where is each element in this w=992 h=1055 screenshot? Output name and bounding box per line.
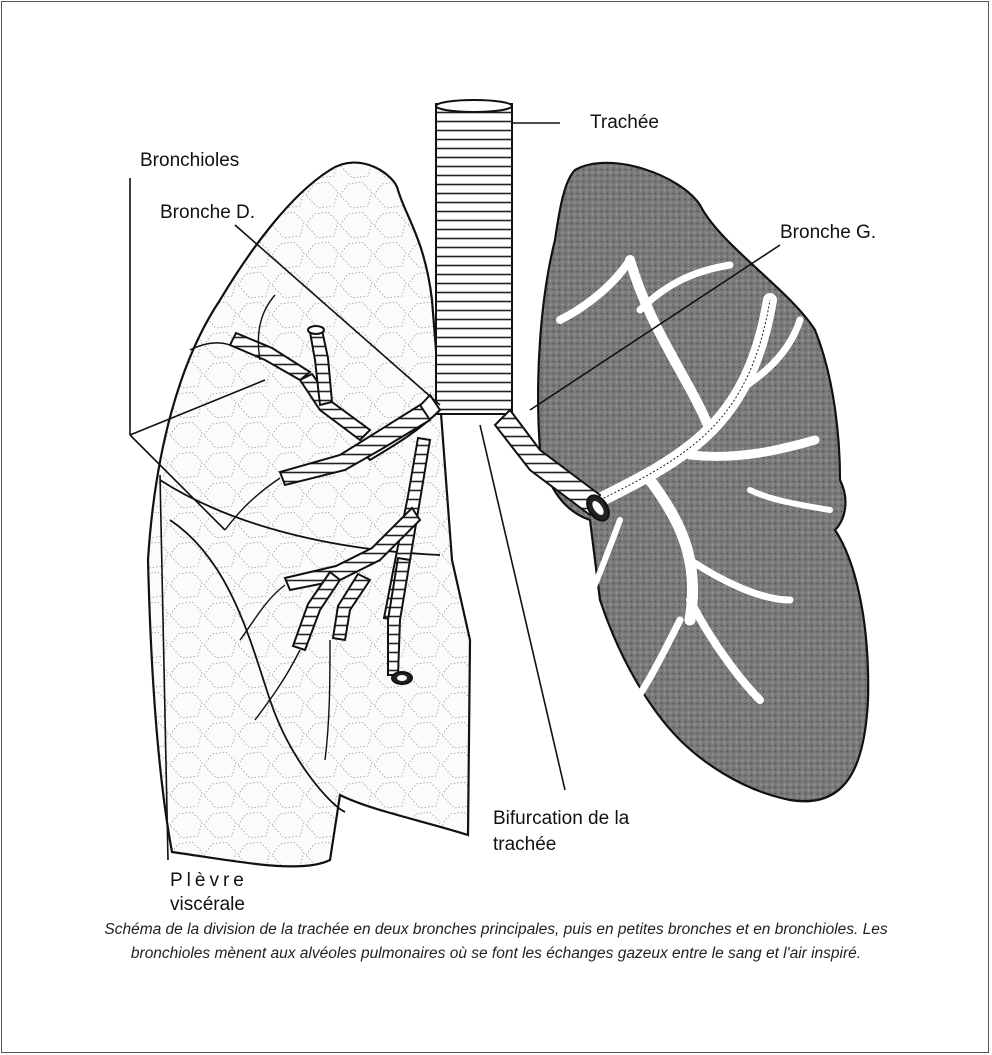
- right-lung-outline: [148, 163, 470, 867]
- caption-line2: bronchioles mènent aux alvéoles pulmonai…: [28, 942, 964, 966]
- label-bifurcation-line2: trachée: [493, 834, 556, 855]
- label-trachee: Trachée: [590, 112, 659, 133]
- label-plevre-line2: viscérale: [170, 894, 245, 910]
- label-bronche-d: Bronche D.: [160, 202, 255, 223]
- lung-diagram: Trachée Bronchioles Bronche D. Bronche G…: [0, 0, 992, 910]
- left-lung-outline: [538, 163, 868, 801]
- figure-caption: Schéma de la division de la trachée en d…: [28, 918, 964, 966]
- trachea: [436, 104, 512, 414]
- label-bifurcation-line1: Bifurcation de la: [493, 808, 630, 829]
- label-plevre-line1: Plèvre: [170, 870, 248, 891]
- label-bronche-g: Bronche G.: [780, 222, 876, 243]
- label-bronchioles: Bronchioles: [140, 150, 239, 171]
- caption-line1: Schéma de la division de la trachée en d…: [28, 918, 964, 942]
